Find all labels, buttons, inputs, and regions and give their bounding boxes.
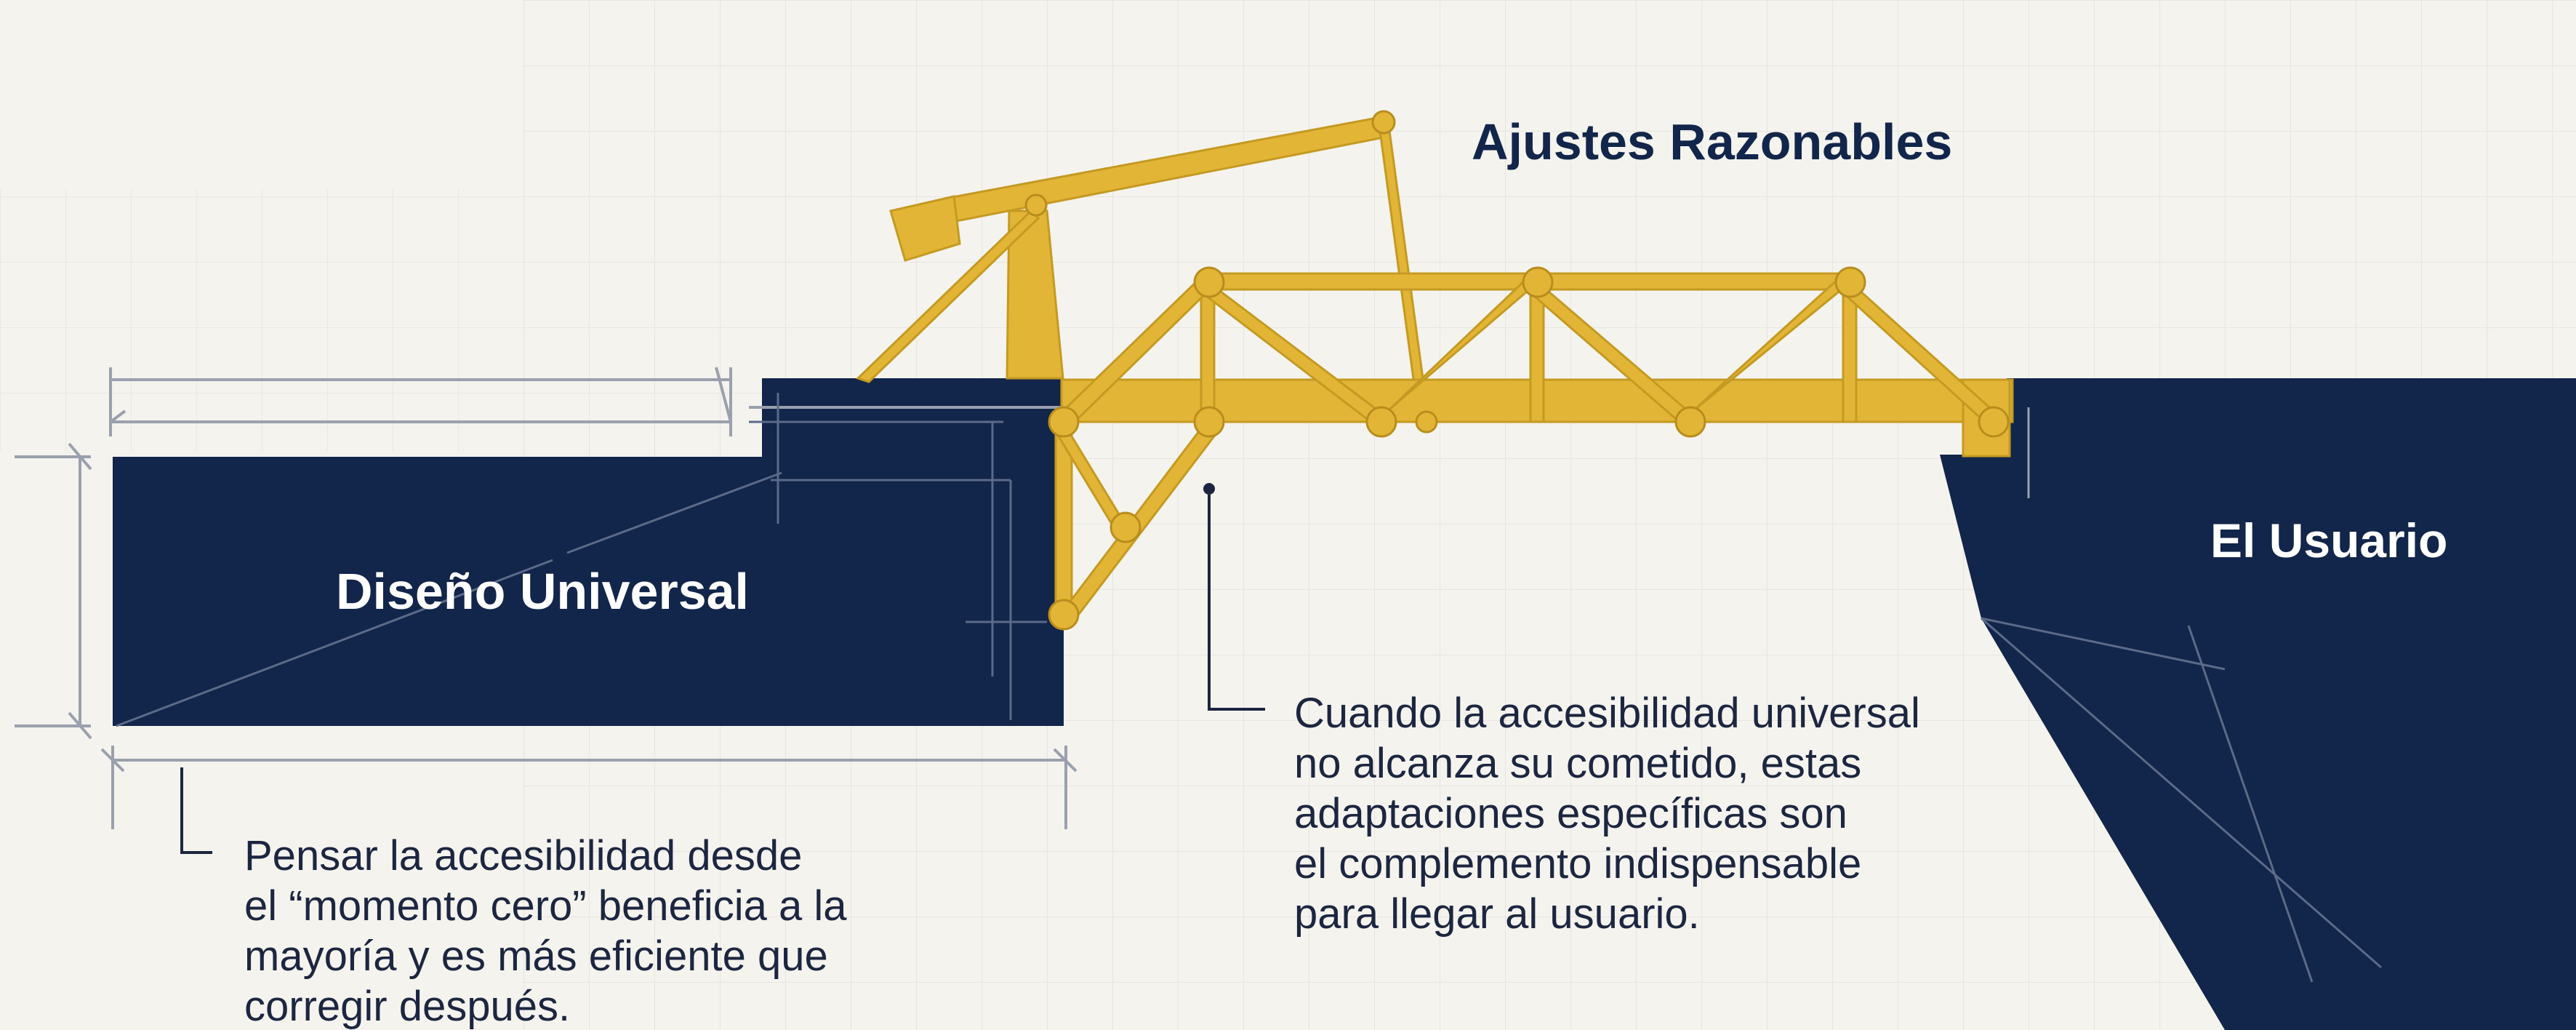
note-line: Cuando la accesibilidad universal [1294,690,1920,737]
note-line: el “momento cero” beneficia a la [244,882,847,930]
universal-design-block [113,378,1064,726]
crane-counterweight [889,195,961,262]
universal-design-note: Pensar la accesibilidad desde el “moment… [244,831,847,1030]
adjustments-note: Cuando la accesibilidad universal no alc… [1294,688,1920,939]
truss-joints [1024,110,2010,631]
user-label: El Usuario [2210,514,2448,567]
reasonable-adjustments-label: Ajustes Razonables [1472,113,1953,170]
note-line: no alcanza su cometido, estas [1294,740,1862,787]
note-line: para llegar al usuario. [1294,890,1700,938]
note-line: Pensar la accesibilidad desde [244,832,803,879]
dimension-lines [15,367,2382,983]
note-line: corregir después. [244,983,571,1030]
leader-dot [1203,483,1215,495]
note-line: el complemento indispensable [1294,840,1862,887]
crane-strut [856,209,1040,383]
note-line: mayoría y es más eficiente que [244,933,828,980]
note-line: adaptaciones específicas son [1294,790,1847,837]
user-cliff [1940,378,2576,1030]
universal-design-label: Diseño Universal [336,563,749,620]
